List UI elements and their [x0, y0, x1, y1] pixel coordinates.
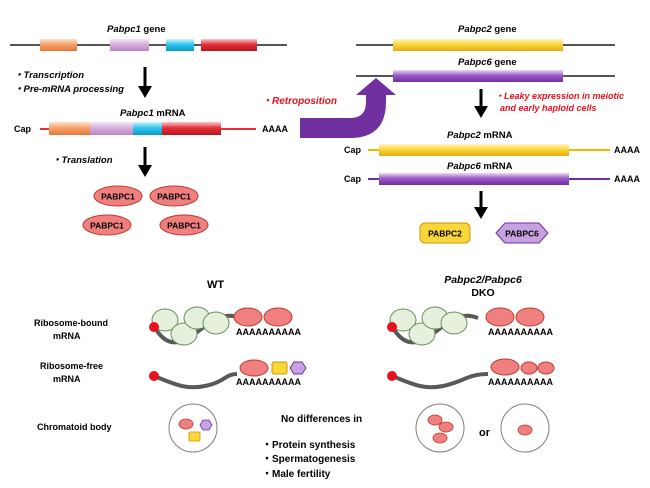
spermatogenesis-item: ・Spermatogenesis — [262, 454, 356, 465]
pre-mrna-processing-step: ・Pre-mRNA processing — [14, 84, 124, 95]
pabpc6-gene-label: Pabpc6 gene — [458, 57, 517, 68]
retroposition-label: ・Retroposition — [262, 96, 337, 107]
leaky-expression-label: ・Leaky expression in meiotic — [495, 91, 624, 101]
dko-ribosome-free-mrna — [387, 358, 555, 390]
arrow-leaky-expression — [474, 89, 488, 118]
pabpc1-mrna — [40, 122, 256, 135]
svg-text:PABPC1: PABPC1 — [90, 221, 124, 231]
pabpc2-mrna-cap: Cap — [344, 145, 362, 155]
wt-ribosome-bound-mrna — [149, 306, 293, 346]
pabpc1-mrna-polya: AAAA — [262, 124, 288, 134]
pabpc6-protein: PABPC6 — [495, 222, 549, 244]
pabpc1-protein: PABPC1 — [82, 214, 132, 236]
svg-text:PABPC1: PABPC1 — [167, 221, 201, 231]
no-differences-label: No differences in — [281, 414, 362, 425]
translation-step: ・Translation — [52, 155, 113, 166]
ribosome-free-label-line2: mRNA — [53, 374, 81, 384]
wt-polya-free: AAAAAAAAAA — [236, 377, 301, 387]
leaky-expression-label-line2: and early haploid cells — [500, 103, 597, 113]
pabpc2-mrna — [368, 144, 610, 156]
arrow-translation — [138, 147, 152, 177]
dko-chromatoid-body — [415, 403, 465, 453]
or-label: or — [479, 427, 491, 439]
pabpc1-gene-label: Pabpc1 gene — [107, 24, 166, 35]
dko-polya-bound: AAAAAAAAAA — [488, 327, 553, 337]
dko-polya-free: AAAAAAAAAA — [488, 377, 553, 387]
chromatoid-body-label: Chromatoid body — [37, 422, 112, 432]
dko-header: Pabpc2/Pabpc6 — [444, 274, 522, 286]
transcription-step: ・Transcription — [14, 70, 84, 81]
male-fertility-item: ・Male fertility — [262, 469, 331, 480]
dko-ribosome-bound-mrna — [387, 306, 545, 346]
svg-text:PABPC6: PABPC6 — [505, 229, 539, 239]
pabpc1-mrna-cap: Cap — [14, 124, 32, 134]
pabpc1-protein: PABPC1 — [93, 185, 143, 207]
pabpc6-mrna-label: Pabpc6 mRNA — [447, 161, 513, 172]
svg-text:PABPC1: PABPC1 — [101, 192, 135, 202]
pabpc2-protein: PABPC2 — [419, 222, 471, 244]
pabpc2-gene-label: Pabpc2 gene — [458, 24, 517, 35]
retroposition-arrow — [300, 78, 396, 138]
pabpc2-mrna-polya: AAAA — [614, 145, 640, 155]
pabpc2-gene — [356, 39, 615, 51]
arrow-transcription — [138, 67, 152, 98]
dko-header-line2: DKO — [471, 287, 494, 299]
pabpc1-mrna-label: Pabpc1 mRNA — [120, 108, 186, 119]
svg-text:PABPC1: PABPC1 — [157, 192, 191, 202]
dko-chromatoid-body-alt — [500, 403, 550, 453]
pabpc2-mrna-label: Pabpc2 mRNA — [447, 130, 513, 141]
pabpc1-gene — [10, 39, 287, 51]
wt-polya-bound: AAAAAAAAAA — [236, 327, 301, 337]
ribosome-free-label: Ribosome-free — [40, 361, 103, 371]
wt-chromatoid-body — [168, 403, 218, 453]
pabpc1-protein: PABPC1 — [159, 214, 209, 236]
wt-header: WT — [207, 279, 224, 291]
wt-ribosome-free-mrna — [149, 359, 307, 390]
protein-synthesis-item: ・Protein synthesis — [262, 440, 356, 451]
pabpc1-protein: PABPC1 — [149, 185, 199, 207]
pabpc6-mrna-cap: Cap — [344, 174, 362, 184]
arrow-translation-right — [474, 191, 488, 219]
pabpc6-mrna — [368, 173, 610, 185]
pabpc6-gene — [356, 70, 615, 82]
svg-text:PABPC2: PABPC2 — [428, 229, 462, 239]
ribosome-bound-label: Ribosome-bound — [34, 318, 108, 328]
ribosome-bound-label-line2: mRNA — [53, 331, 81, 341]
pabpc6-mrna-polya: AAAA — [614, 174, 640, 184]
